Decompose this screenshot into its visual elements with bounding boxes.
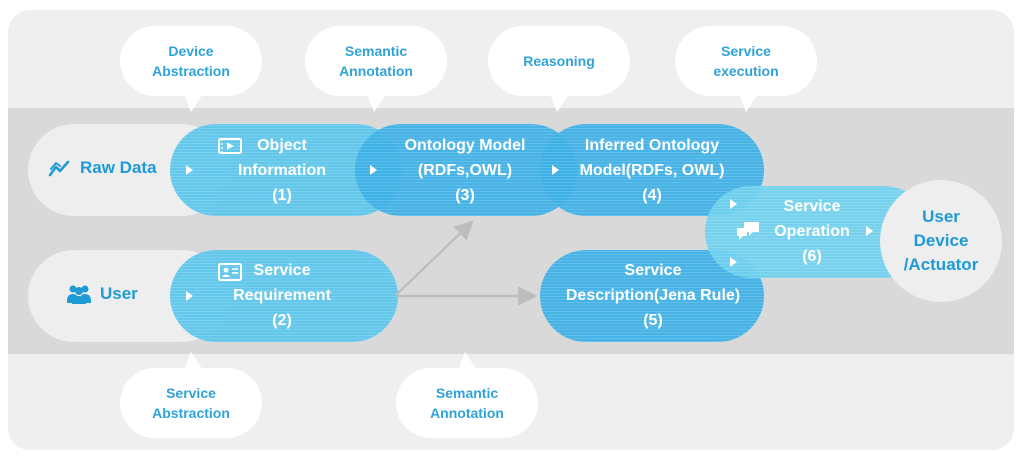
play-marker-ontology-model xyxy=(370,165,377,175)
stage-pill-service-requirement xyxy=(170,250,398,342)
chat-icon xyxy=(737,222,759,240)
users-icon xyxy=(67,285,91,304)
raw-data-source: Raw Data xyxy=(48,157,157,179)
play-marker-service-operation-out xyxy=(866,226,873,236)
ontology-model-label: Ontology Model (RDFs,OWL) (3) xyxy=(404,137,526,204)
play-marker-service-operation-in xyxy=(730,199,737,209)
object-information-label: Object Information (1) xyxy=(238,137,326,204)
user-device-actuator: User Device /Actuator xyxy=(880,180,1002,302)
play-marker-inferred-ontology xyxy=(552,165,559,175)
id-card-icon xyxy=(218,263,242,281)
play-marker-service-requirement xyxy=(186,291,193,301)
raw-data-label: Raw Data xyxy=(80,158,157,177)
callout-service-execution: Service execution xyxy=(675,26,817,112)
stage-pill-inferred-ontology xyxy=(540,124,764,216)
trend-line-icon xyxy=(48,160,70,177)
callout-device-abstraction: Device Abstraction xyxy=(120,26,262,112)
callout-semantic-annotation-top: Semantic Annotation xyxy=(305,26,447,112)
user-label: User xyxy=(100,284,138,303)
service-description-label: Service Description(Jena Rule) (5) xyxy=(565,262,741,329)
video-icon xyxy=(218,138,242,154)
callout-semantic-annotation-bottom: Semantic Annotation xyxy=(396,352,538,438)
inferred-ontology-label: Inferred Ontology Model(RDFs, OWL) (4) xyxy=(579,137,725,204)
user-device-actuator-label: User Device /Actuator xyxy=(903,207,979,274)
callout-reasoning: Reasoning xyxy=(488,26,630,112)
service-requirement-label: Service Requirement (2) xyxy=(233,262,331,329)
callout-service-abstraction: Service Abstraction xyxy=(120,352,262,438)
user-source: User xyxy=(66,284,138,304)
service-operation-label: Service Operation (6) xyxy=(774,198,850,265)
play-marker-object-information xyxy=(186,165,193,175)
arrow-requirement-to-ontology xyxy=(395,220,474,296)
play-marker-service-description xyxy=(730,257,737,267)
